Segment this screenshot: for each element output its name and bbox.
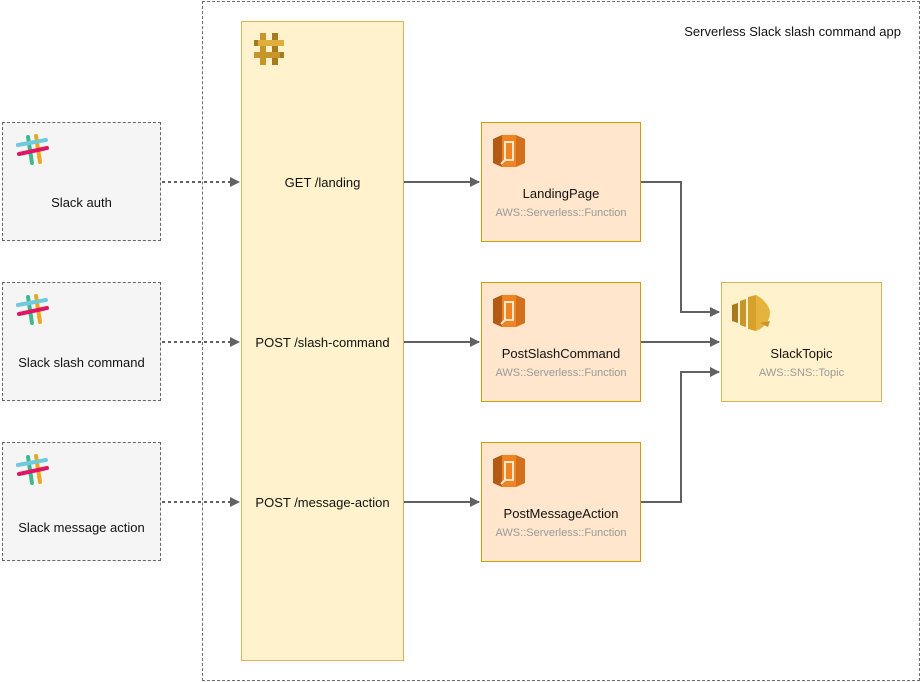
function-name: PostMessageAction <box>503 506 619 521</box>
lambda-icon <box>493 295 525 327</box>
sns-topic[interactable]: SlackTopic AWS::SNS::Topic <box>721 282 882 402</box>
topic-type: AWS::SNS::Topic <box>758 367 845 379</box>
slack-icon <box>16 454 49 485</box>
edge-landing-fn-to-topic <box>641 181 720 317</box>
group-title: Serverless Slack slash command app <box>684 24 901 39</box>
function-type: AWS::Serverless::Function <box>495 207 627 219</box>
client-label: Slack auth <box>51 195 112 210</box>
api-gateway[interactable]: GET /landing POST /slash-command POST /m… <box>241 21 404 661</box>
function-type: AWS::Serverless::Function <box>495 367 627 379</box>
function-post-slash-command[interactable]: PostSlashCommand AWS::Serverless::Functi… <box>481 282 641 402</box>
slack-icon <box>16 294 49 325</box>
lambda-icon <box>493 135 525 167</box>
client-slack-auth[interactable]: Slack auth <box>2 122 161 241</box>
client-label: Slack slash command <box>18 355 145 370</box>
client-label: Slack message action <box>18 520 145 535</box>
slack-icon <box>16 134 49 165</box>
function-post-message-action[interactable]: PostMessageAction AWS::Serverless::Funct… <box>481 442 641 562</box>
function-type: AWS::Serverless::Function <box>495 527 627 539</box>
edge-message-fn-to-topic <box>641 367 720 503</box>
app-group: Serverless Slack slash command app <box>202 1 920 681</box>
function-name: LandingPage <box>522 186 600 201</box>
function-landing-page[interactable]: LandingPage AWS::Serverless::Function <box>481 122 641 242</box>
client-slack-slash-command[interactable]: Slack slash command <box>2 282 161 401</box>
client-slack-message-action[interactable]: Slack message action <box>2 442 161 561</box>
api-gateway-icon <box>254 33 284 65</box>
sns-icon <box>732 295 770 331</box>
function-name: PostSlashCommand <box>501 346 621 361</box>
route-post-message-action[interactable]: POST /message-action <box>255 495 390 510</box>
route-post-slash-command[interactable]: POST /slash-command <box>255 335 390 350</box>
route-get-landing[interactable]: GET /landing <box>284 175 361 190</box>
lambda-icon <box>493 455 525 487</box>
topic-name: SlackTopic <box>770 346 833 361</box>
